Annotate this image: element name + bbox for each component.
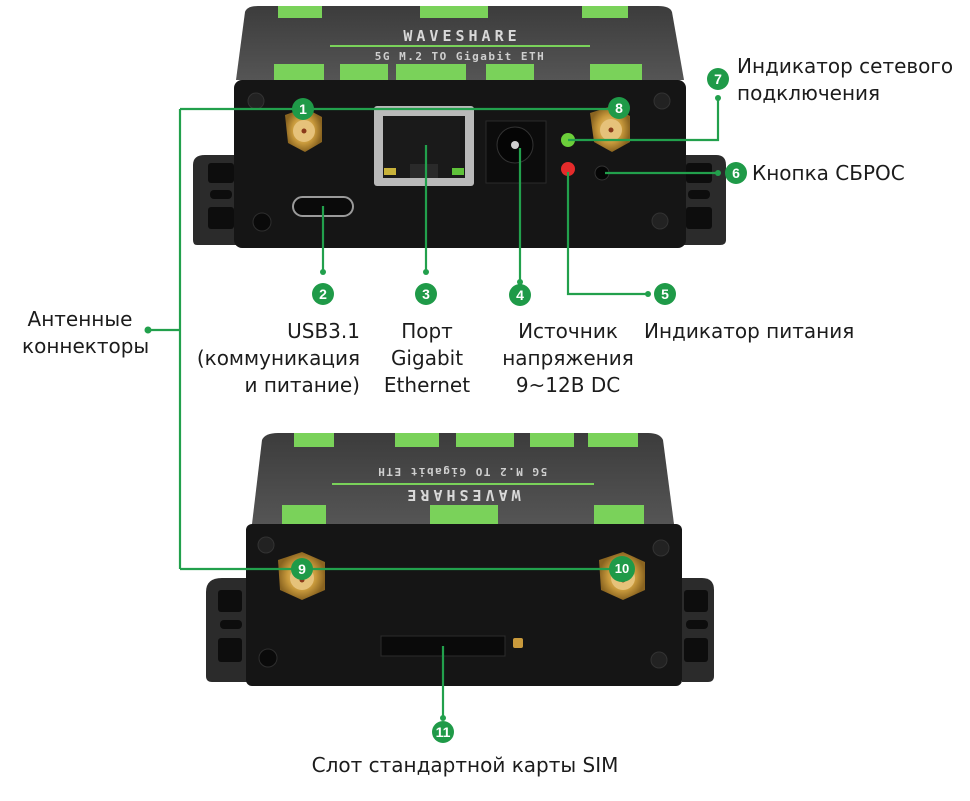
label-line: и питание) <box>244 373 360 397</box>
power-led <box>561 162 575 176</box>
callout-badge-4: 4 <box>509 284 531 306</box>
label-line: 9~12В DC <box>515 373 621 397</box>
label-line: напряжения <box>502 346 634 370</box>
leader-antenna-group <box>148 107 623 571</box>
leader-5 <box>566 172 648 296</box>
label-line: (коммуникация <box>196 346 360 370</box>
label-antenna-connectors: Антенные коннекторы <box>22 306 150 360</box>
antenna-connector-1 <box>285 108 322 152</box>
label-power-supply: Источник напряжения 9~12В DC <box>498 318 638 399</box>
callout-badge-9: 9 <box>291 558 313 580</box>
label-line: Индикатор питания <box>644 319 855 343</box>
top-device-brand: WAVESHARE <box>403 27 520 45</box>
bottom-device-lid <box>252 433 674 524</box>
label-line: Кнопка СБРОС <box>752 161 905 185</box>
dc-power-jack <box>485 120 547 184</box>
callout-badge-8: 8 <box>608 97 630 119</box>
label-line: Источник <box>518 319 618 343</box>
callout-badge-3: 3 <box>415 283 437 305</box>
leader-lines <box>148 98 720 718</box>
label-line: Слот стандартной карты SIM <box>311 753 619 777</box>
callout-badge-6: 6 <box>725 162 747 184</box>
callout-badge-10: 10 <box>609 556 635 582</box>
bottom-device-front-panel <box>246 524 682 686</box>
leader-7 <box>568 98 720 142</box>
callout-badge-5: 5 <box>654 283 676 305</box>
label-line: USB3.1 <box>287 319 360 343</box>
ethernet-port <box>374 106 474 186</box>
bottom-device-brand: WAVESHARE <box>403 486 520 504</box>
label-line: Порт <box>401 319 453 343</box>
label-line: Gigabit <box>390 346 464 370</box>
label-line: Антенные <box>27 307 133 331</box>
callout-badge-11: 11 <box>432 721 454 743</box>
label-reset-button: Кнопка СБРОС <box>752 160 905 187</box>
label-line: Ethernet <box>383 373 471 397</box>
label-line: коннекторы <box>22 334 150 358</box>
bottom-device: WAVESHARE 5G M.2 TO Gigabit ETH <box>206 433 714 686</box>
top-device-model: 5G M.2 TO Gigabit ETH <box>375 50 546 63</box>
label-network-indicator: Индикатор сетевого подключения <box>737 53 953 107</box>
bottom-device-model: 5G M.2 TO Gigabit ETH <box>377 465 548 478</box>
label-line: Индикатор сетевого <box>737 54 954 78</box>
label-line: подключения <box>737 81 881 105</box>
callout-badge-2: 2 <box>312 283 334 305</box>
sim-slot-indicator <box>513 638 523 648</box>
label-power-indicator: Индикатор питания <box>644 318 854 345</box>
top-device-lid <box>236 6 684 80</box>
label-sim-slot: Слот стандартной карты SIM <box>300 752 630 779</box>
top-device: WAVESHARE 5G M.2 TO Gigabit ETH <box>193 6 726 248</box>
callout-badge-7: 7 <box>707 68 729 90</box>
callout-badge-1: 1 <box>292 98 314 120</box>
leader-dots <box>144 95 721 721</box>
label-ethernet: Порт Gigabit Ethernet <box>376 318 478 399</box>
label-usb: USB3.1 (коммуникация и питание) <box>180 318 360 399</box>
